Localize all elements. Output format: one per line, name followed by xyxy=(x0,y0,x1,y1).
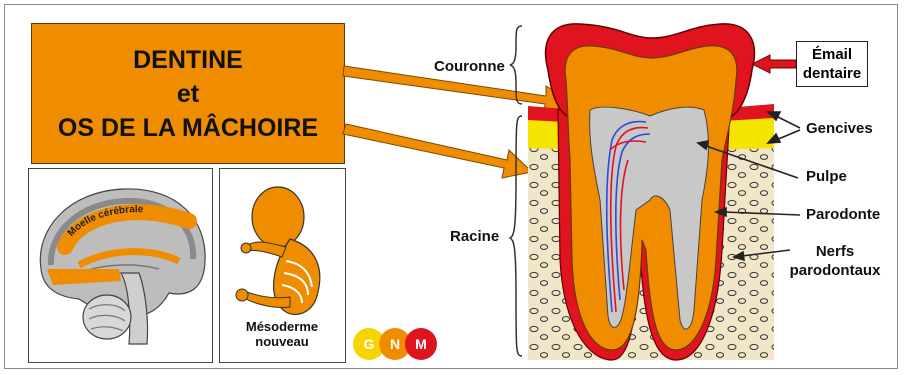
label-nerfs-line-2: parodontaux xyxy=(780,261,890,280)
label-pulpe: Pulpe xyxy=(806,168,847,185)
label-couronne: Couronne xyxy=(434,58,505,75)
label-nerfs: Nerfs parodontaux xyxy=(780,242,890,280)
label-parodonte: Parodonte xyxy=(806,206,880,223)
email-arrow xyxy=(752,55,796,73)
label-racine: Racine xyxy=(450,228,499,245)
label-gencives: Gencives xyxy=(806,120,873,137)
label-email-line-2: dentaire xyxy=(797,64,867,83)
email-label-box: Émail dentaire xyxy=(796,41,868,87)
label-email-line-1: Émail xyxy=(797,45,867,64)
label-nerfs-line-1: Nerfs xyxy=(780,242,890,261)
